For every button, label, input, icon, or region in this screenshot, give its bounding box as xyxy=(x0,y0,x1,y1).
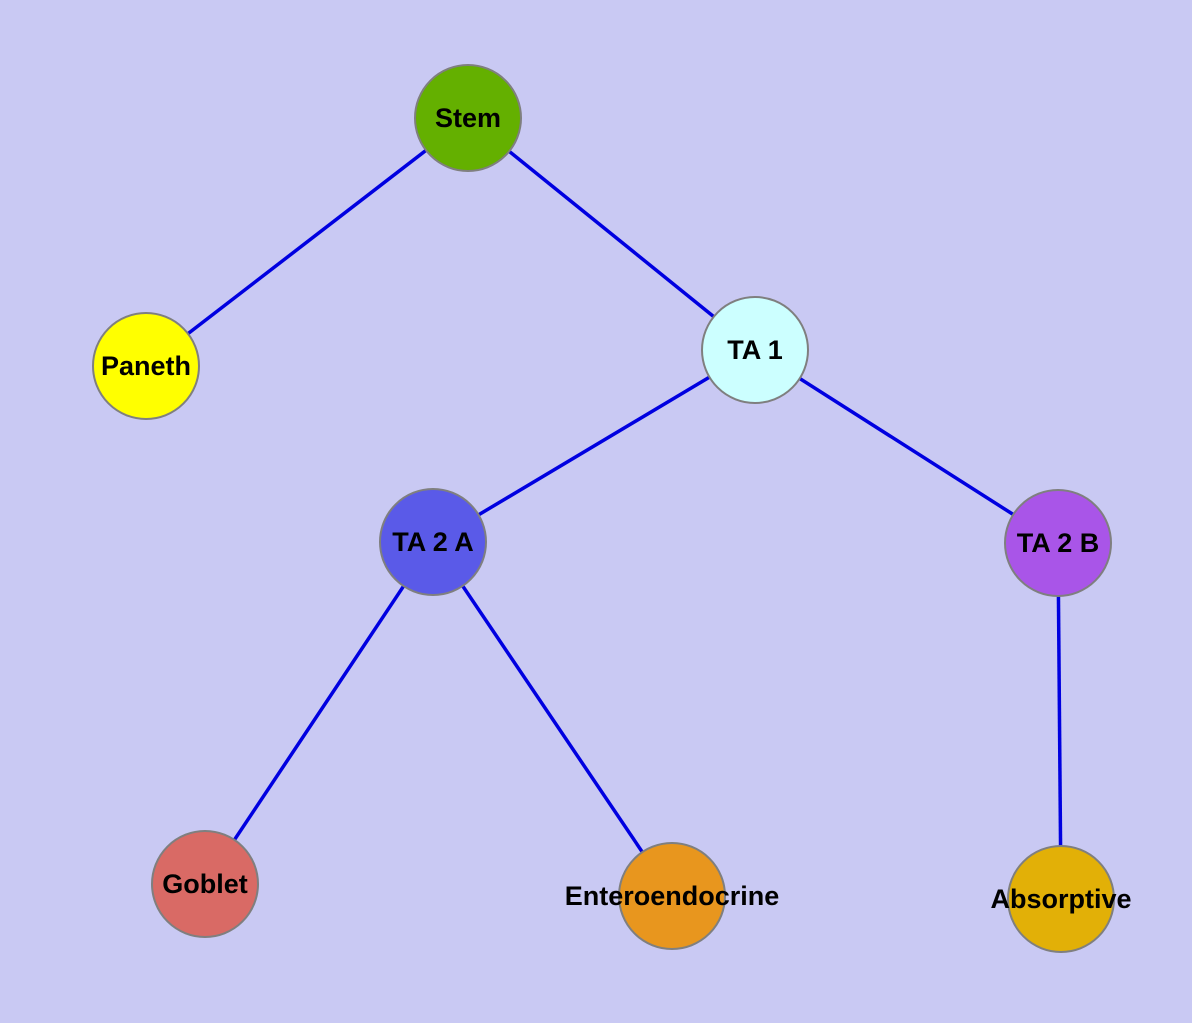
node-circle-ta2a[interactable] xyxy=(379,488,487,596)
edge-ta2a-enteroendocrine xyxy=(431,541,674,897)
node-circle-goblet[interactable] xyxy=(151,830,259,938)
edge-ta2b-absorptive xyxy=(1056,542,1063,900)
node-circle-ta1[interactable] xyxy=(701,296,809,404)
node-stem[interactable]: Stem xyxy=(414,64,522,172)
node-goblet[interactable]: Goblet xyxy=(151,830,259,938)
node-circle-absorptive[interactable] xyxy=(1007,845,1115,953)
edge-ta2a-goblet xyxy=(203,541,435,885)
node-ta2b[interactable]: TA 2 B xyxy=(1004,489,1112,597)
node-ta1[interactable]: TA 1 xyxy=(701,296,809,404)
node-circle-enteroendocrine[interactable] xyxy=(618,842,726,950)
node-circle-ta2b[interactable] xyxy=(1004,489,1112,597)
edge-stem-ta1 xyxy=(466,116,757,352)
edges-layer xyxy=(144,116,1063,900)
node-paneth[interactable]: Paneth xyxy=(92,312,200,420)
node-circle-paneth[interactable] xyxy=(92,312,200,420)
edge-stem-paneth xyxy=(144,116,470,368)
node-circle-stem[interactable] xyxy=(414,64,522,172)
edge-ta1-ta2b xyxy=(754,348,1059,545)
node-ta2a[interactable]: TA 2 A xyxy=(379,488,487,596)
edge-ta1-ta2a xyxy=(432,348,756,544)
